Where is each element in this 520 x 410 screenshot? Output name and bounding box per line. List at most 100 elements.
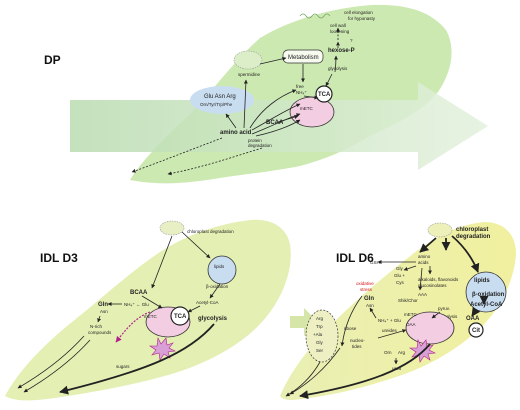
dp-free: free xyxy=(296,84,304,89)
dp-aa-glu-asn-arg: Glu Asn Arg xyxy=(204,94,236,100)
d3-arrow-bcaa-mito xyxy=(141,295,163,309)
d3-arrow-chlor-lipids xyxy=(181,231,211,259)
dp-arrow-glyco-hexose xyxy=(333,55,338,73)
d6-metc: mETC xyxy=(404,312,417,317)
dp-amino-acid-blob xyxy=(190,86,254,114)
d3-arrow-asn-nrich xyxy=(97,315,102,323)
d3-asn: Asn xyxy=(100,309,108,314)
d6-arrow-export-main xyxy=(299,343,431,400)
dp-aa-orn: Orn/Tyr/Trp/Phe xyxy=(200,102,233,107)
d3-arrow-sugars xyxy=(59,323,215,395)
d3-sugars: sugars xyxy=(116,364,130,369)
d6-arrow-chlor-lipids xyxy=(451,235,480,273)
dp-metabolism: Metabolism xyxy=(288,55,319,61)
dp-for-hyponasty: for hyponasty xyxy=(348,16,376,21)
d3-arrow-export-1 xyxy=(23,339,91,393)
dp-arrow-aa-blob xyxy=(225,113,237,129)
dp-big-arrow xyxy=(70,82,488,170)
d6-ala: +Ala xyxy=(313,332,323,337)
d6-gly: Gly xyxy=(396,266,404,271)
dp-hexose-p: hexose-P xyxy=(328,48,355,54)
d3-leaf-shape xyxy=(5,219,291,401)
d6-cit-node xyxy=(468,322,484,338)
d3-arrow-perox-acetyl xyxy=(209,283,221,299)
dp-protein-1: protein xyxy=(248,138,262,143)
dp-arrow-export xyxy=(131,137,223,173)
d3-arrow-magenta xyxy=(115,311,151,343)
d3-acetyl-coa: Acetyl-CoA xyxy=(196,300,219,305)
panel-idl-d6: IDL D6 chloroplast degradation amino aci… xyxy=(280,222,516,400)
d3-n-rich-2: compounds xyxy=(88,330,112,335)
panel-dp: DP cell elongation for hyponasty cell wa… xyxy=(44,4,488,184)
dp-protein-2: degradation xyxy=(248,143,272,148)
d3-tca-cycle xyxy=(170,306,190,326)
d3-beta-ox: β-oxidation xyxy=(206,284,229,289)
d3-bcaa: BCAA xyxy=(130,290,148,296)
d3-metc: mETC xyxy=(144,314,157,319)
dp-leaf-shape xyxy=(130,4,452,184)
dp-tca-cycle xyxy=(315,85,333,103)
d6-oaa-left: OAA xyxy=(406,322,416,327)
d6-arrow-chlor-amino xyxy=(419,237,437,253)
d6-arrow-acetyl-oaa xyxy=(471,306,481,317)
d6-orn: Orn xyxy=(384,350,392,355)
d6-gly2: Gly xyxy=(316,340,324,345)
dp-arrow-aa-mito3 xyxy=(255,119,301,137)
d6-aaa: AAA xyxy=(418,292,427,297)
d6-arrow-ureides xyxy=(377,329,407,339)
d6-arg2: Arg xyxy=(398,350,406,355)
dp-cell-wall: cell wall xyxy=(330,23,346,28)
d3-arrow-chlor-bcaa xyxy=(151,235,173,289)
dp-tca: TCA xyxy=(318,92,331,98)
d6-chloroplast-1: chloroplast xyxy=(456,227,488,233)
dp-arrow-degradation xyxy=(167,147,263,176)
d6-ureides: ureides xyxy=(382,328,398,333)
d6-leaf-shape xyxy=(280,222,516,400)
dp-question: ? xyxy=(350,38,353,43)
d3-arrow-export-2 xyxy=(17,335,85,389)
d3-chloroplast xyxy=(159,220,185,236)
d6-ribose: ribose xyxy=(344,326,357,331)
d6-amino-2: acids xyxy=(418,260,429,265)
d6-arg: Arg xyxy=(316,316,324,321)
d6-arrow-glyco-mito xyxy=(431,311,441,319)
dp-arrow-glyco-tca xyxy=(325,73,333,87)
d6-arrow-amino-aaa xyxy=(418,267,423,291)
d6-glucosinolates: glucosinolates xyxy=(418,283,447,288)
d3-lipids: lipids xyxy=(214,264,225,269)
d6-arrow-nh4-asn xyxy=(369,307,377,319)
d6-oxidative-2: stress xyxy=(360,287,373,292)
d6-lipids: lipids xyxy=(474,278,490,284)
d6-trp: Trp xyxy=(316,324,323,329)
d6-glu: Glu + xyxy=(394,273,405,278)
dp-nh4: NH₄⁺ xyxy=(296,90,307,95)
dp-metc: mETC xyxy=(300,106,313,111)
d3-gln: Gln xyxy=(98,302,108,308)
d6-alkaloids: alkaloids, flavonoids xyxy=(418,277,459,282)
d3-tca: TCA xyxy=(174,314,187,320)
d6-pyruv: pyruv. xyxy=(438,306,450,311)
dp-glycolysis: glycolysis xyxy=(328,66,348,71)
d3-chloroplast-degradation: chloroplast degradation xyxy=(187,229,234,234)
d6-chloroplast-2: degradation xyxy=(456,234,491,240)
dp-loosening: loosening xyxy=(330,29,350,34)
d6-arrow-gln-down xyxy=(340,295,363,347)
dp-cell-wall-squiggle xyxy=(299,13,331,19)
d6-glycolysis: glycolysis xyxy=(438,314,458,319)
d3-glycolysis: glycolysis xyxy=(198,316,228,322)
dp-spermidine: spermidine xyxy=(238,72,261,77)
panel-idl-d3: IDL D3 chloroplast degradation lipids β-… xyxy=(5,219,291,401)
d6-oaa-right: OAA xyxy=(466,316,480,322)
dp-arrow-aa-spermidine xyxy=(243,79,248,129)
d6-chloroplast xyxy=(427,222,453,238)
dp-amino-acid: amino acid xyxy=(220,130,252,136)
d3-n-rich-1: N-rich xyxy=(90,324,102,329)
dp-arrow-aa-nh4 xyxy=(249,89,297,129)
d3-arrow-acetyl-tca xyxy=(187,305,201,313)
d6-asn: Asn xyxy=(366,303,374,308)
dp-bcaa: BCAA xyxy=(266,120,284,126)
dp-arrow-chlor-metab xyxy=(259,56,287,65)
d6-acetyl-coa: Acetyl-CoA xyxy=(470,302,503,308)
dp-cell-elongation: cell elongation xyxy=(344,10,373,15)
